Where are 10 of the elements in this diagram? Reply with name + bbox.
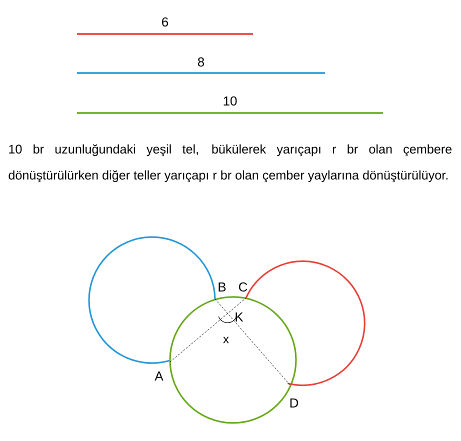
point-label: K — [236, 312, 244, 322]
point-label: A — [154, 372, 164, 380]
length-label: 8 — [198, 57, 204, 67]
angle-label: x — [223, 336, 229, 344]
point-label: B — [218, 282, 226, 292]
point-label: C — [238, 282, 248, 292]
length-label: 6 — [162, 17, 168, 27]
point-label: D — [290, 398, 298, 408]
problem-text: 10 br uzunluğundaki yeşil tel, bükülerek yarıçapı r br olan çembere dönüştürülürken diğer teller yarıçapı r br olan çember yaylarına dönüştürülüyor. — [8, 144, 452, 182]
length-label: 10 — [224, 96, 237, 106]
